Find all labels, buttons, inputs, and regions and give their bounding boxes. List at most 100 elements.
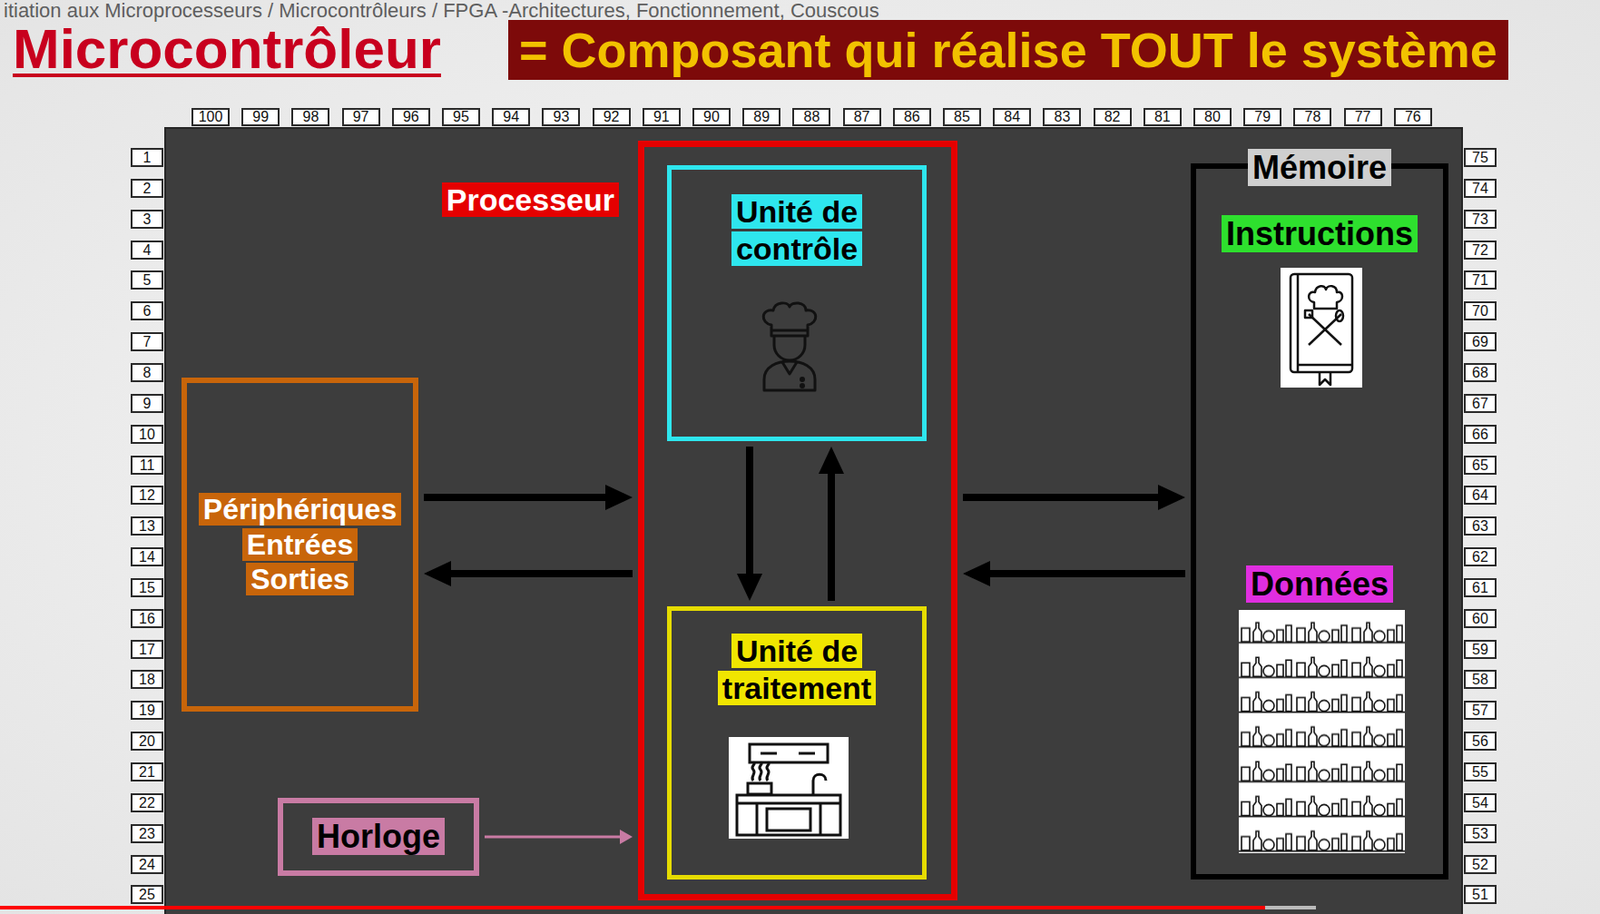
label-wrap: 58 (1463, 669, 1497, 689)
pin-number: 56 (1463, 731, 1497, 751)
pin-number: 90 (692, 107, 731, 127)
label-wrap: 87 (843, 107, 882, 127)
pin-number: 66 (1463, 424, 1497, 444)
label-wrap: 89 (742, 107, 781, 127)
label-wrap: 93 (541, 107, 580, 127)
label-wrap: 74 (1463, 178, 1497, 198)
pin-number: 25 (130, 884, 164, 904)
chef-icon-part (763, 303, 816, 336)
pin-number: 22 (130, 793, 164, 813)
pin-number: 98 (291, 107, 330, 127)
video-header: itiation aux Microprocesseurs / Microcon… (3, 0, 880, 22)
pin-number: 8 (130, 363, 164, 383)
label-wrap: 55 (1463, 762, 1497, 782)
label-wrap: 21 (130, 762, 164, 782)
kitchen-icon-part-part (766, 808, 811, 831)
label-wrap: 5 (130, 270, 164, 290)
pin-number: 60 (1463, 608, 1497, 629)
pin-number: 24 (130, 854, 164, 874)
pantry-shelves-icon-part (1238, 609, 1405, 854)
pin-number: 68 (1463, 363, 1497, 383)
label-wrap: 68 (1463, 363, 1497, 383)
processing-unit-label: Unité de traitement (717, 633, 876, 706)
recipe-book-icon-part-part (1296, 274, 1300, 373)
kitchen-icon-part-part (752, 762, 755, 781)
pin-number: 51 (1463, 884, 1497, 904)
text-wrap: Périphériques Entrées Sorties (198, 491, 402, 597)
pin-number: 97 (342, 107, 381, 127)
pin-number: 95 (441, 107, 481, 127)
label-wrap: 56 (1463, 731, 1497, 751)
label-wrap: 97 (342, 107, 381, 127)
label-wrap: 94 (491, 107, 531, 127)
label-wrap: 90 (692, 107, 731, 127)
pin-number: 78 (1293, 107, 1332, 127)
label-wrap: 96 (392, 107, 431, 127)
label-wrap: 19 (130, 700, 164, 720)
label-wrap: 10 (130, 424, 164, 444)
pin-number: 2 (130, 178, 164, 198)
label-wrap: 75 (1463, 147, 1497, 167)
label-wrap: 18 (130, 669, 164, 689)
pin-number: 86 (893, 107, 932, 127)
pin-number: 72 (1463, 240, 1497, 260)
pin-number: 67 (1463, 393, 1497, 413)
label-wrap: 67 (1463, 393, 1497, 413)
title-wrap: Microcontrôleur (12, 16, 442, 82)
pin-number: 14 (130, 547, 164, 567)
label-wrap: 20 (130, 731, 164, 751)
peripheral-box: Périphériques Entrées Sorties (181, 377, 419, 712)
kitchen-icon-part-part (760, 752, 777, 756)
pin-number: 21 (130, 762, 164, 782)
label-wrap: 81 (1143, 107, 1182, 127)
label-wrap: 24 (130, 854, 164, 874)
pin-number: 65 (1463, 455, 1497, 475)
chef-icon-part (771, 329, 808, 333)
pantry-shelves-icon-part (1238, 609, 1405, 854)
pin-number: 69 (1463, 332, 1497, 352)
pin-number: 77 (1344, 107, 1383, 127)
label-wrap: 15 (130, 578, 164, 598)
bus-arrow (746, 446, 754, 574)
pin-number: 64 (1463, 485, 1497, 505)
label-wrap: 98 (291, 107, 330, 127)
clock-arrow (484, 835, 620, 839)
kitchen-icon-part-part (747, 783, 772, 795)
label-wrap: 25 (130, 884, 164, 904)
recipe-book-icon (1280, 267, 1363, 388)
pin-number: 9 (130, 393, 164, 413)
label-wrap: 72 (1463, 240, 1497, 260)
pin-number: 82 (1093, 107, 1132, 127)
label-wrap: 82 (1093, 107, 1132, 127)
label-wrap: 54 (1463, 793, 1497, 813)
pin-number: 5 (130, 270, 164, 290)
kitchen-icon-part (736, 744, 841, 835)
chef-icon-part (801, 384, 805, 388)
kitchen-icon-part-part (819, 803, 823, 835)
label-wrap: 85 (942, 107, 982, 127)
pin-number: 83 (1042, 107, 1081, 127)
data-label: Données (1246, 565, 1394, 603)
kitchen-icon-part-part (749, 744, 828, 763)
kitchen-icon-part-part (766, 762, 769, 781)
text-wrap: Mémoire (1196, 147, 1443, 187)
pin-number: 73 (1463, 209, 1497, 229)
pin-number: 18 (130, 669, 164, 689)
bus-arrow (962, 493, 1159, 501)
bus-arrow (423, 493, 606, 501)
pin-number: 70 (1463, 301, 1497, 321)
label-wrap: 76 (1393, 107, 1433, 127)
pin-number: 79 (1243, 107, 1282, 127)
peripheral-label: Périphériques Entrées Sorties (198, 492, 402, 596)
label-wrap: 84 (992, 107, 1031, 127)
pin-number: 88 (792, 107, 831, 127)
label-wrap: 11 (130, 455, 164, 475)
pin-number: 53 (1463, 824, 1497, 844)
pin-number: 76 (1393, 107, 1433, 127)
label-wrap: 52 (1463, 854, 1497, 874)
processor-box: ProcesseurUnité de contrôleUnité de trai… (638, 140, 958, 901)
pin-number: 81 (1143, 107, 1182, 127)
label-wrap: 59 (1463, 639, 1497, 659)
